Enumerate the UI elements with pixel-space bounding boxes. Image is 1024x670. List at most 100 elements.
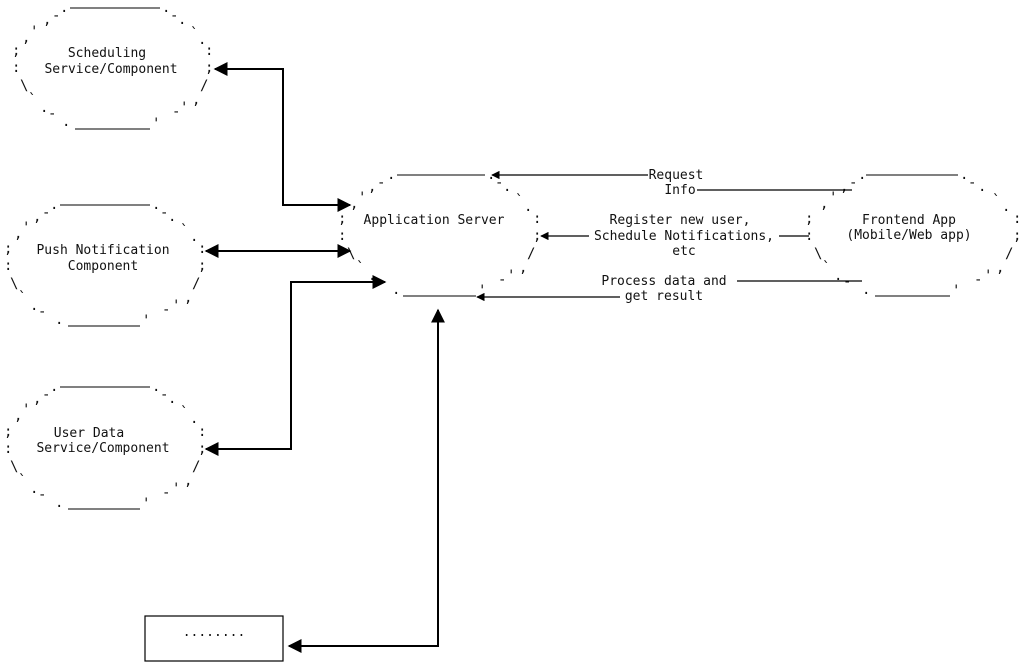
svg-text:.: .	[30, 481, 38, 497]
svg-text:.: .	[960, 167, 968, 183]
svg-text:.: .	[162, 0, 170, 16]
svg-text::: :	[338, 228, 346, 244]
svg-text:`: `	[190, 26, 198, 42]
svg-text:.: .	[387, 167, 395, 183]
svg-text:.: .	[152, 379, 160, 395]
svg-text:-: -	[843, 274, 851, 290]
svg-text:-: -	[162, 302, 170, 318]
svg-text:,: ,	[368, 179, 376, 195]
svg-text:.: .	[190, 229, 198, 245]
svg-text:': '	[152, 116, 160, 132]
svg-text:': '	[952, 283, 960, 299]
svg-text:.: .	[190, 411, 198, 427]
svg-text:': '	[30, 24, 38, 40]
svg-text::: :	[198, 424, 206, 440]
svg-text:-: -	[38, 304, 46, 320]
svg-text:-: -	[48, 106, 56, 122]
register-label-line2: Schedule Notifications,	[594, 229, 774, 244]
svg-text:': '	[142, 496, 150, 512]
svg-text:,: ,	[14, 226, 22, 242]
scheduling-label-line1: Scheduling	[68, 46, 146, 61]
svg-text:`: `	[180, 223, 188, 239]
svg-text:`: `	[356, 260, 364, 276]
svg-text::: :	[198, 241, 206, 257]
svg-text:\: \	[10, 276, 18, 292]
svg-text:.: .	[168, 391, 176, 407]
svg-text:-: -	[974, 272, 982, 288]
svg-text:`: `	[515, 193, 523, 209]
svg-text:.: .	[40, 100, 48, 116]
edge-user-data-app-server	[204, 275, 387, 456]
user-data-label-line1: User Data	[54, 426, 124, 441]
svg-text::: :	[205, 43, 213, 59]
svg-text:-: -	[170, 8, 178, 24]
register-label-line3: etc	[672, 244, 695, 259]
svg-text:': '	[172, 481, 180, 497]
svg-text:,: ,	[840, 179, 848, 195]
svg-text:;: ;	[205, 60, 213, 76]
application-server-node[interactable]: .. ,- -. ,' `. ;: :; \/ `, .- -' .' Appl…	[338, 167, 541, 299]
svg-text:;: ;	[198, 258, 206, 274]
push-notification-node[interactable]: .. ,- -. ,' `. ;: :; \/ `, .- -' .' Push…	[4, 197, 206, 329]
svg-text:/: /	[192, 276, 200, 292]
push-label-line2: Component	[68, 259, 138, 274]
svg-text:.: .	[50, 379, 58, 395]
placeholder-label: ........	[183, 625, 246, 640]
svg-text:;: ;	[198, 441, 206, 457]
svg-text:.: .	[978, 179, 986, 195]
svg-text:;: ;	[338, 211, 346, 227]
svg-text:-: -	[495, 175, 503, 191]
svg-text:': '	[984, 268, 992, 284]
svg-text:`: `	[18, 290, 26, 306]
scheduling-node[interactable]: .. ,- -. ,' `. ;: :; \/ `, .- -' .' Sche…	[12, 0, 213, 132]
process-label-line2: get result	[625, 289, 703, 304]
svg-text:,: ,	[519, 260, 527, 276]
svg-text:/: /	[1005, 246, 1013, 262]
svg-text:`: `	[822, 260, 830, 276]
svg-text:`: `	[992, 193, 1000, 209]
svg-text:.: .	[862, 282, 870, 298]
process-label-line1: Process data and	[601, 274, 726, 289]
application-server-label: Application Server	[364, 213, 505, 228]
svg-text:;: ;	[533, 228, 541, 244]
svg-text:-: -	[52, 8, 60, 24]
svg-text:.: .	[168, 209, 176, 225]
svg-text:/: /	[200, 78, 208, 94]
svg-text:': '	[478, 283, 486, 299]
user-data-node[interactable]: .. ,- -. ,' `. ;: :; \/ `, .- -' .' User…	[4, 379, 206, 512]
svg-text:`: `	[28, 92, 36, 108]
user-data-label-line2: Service/Component	[36, 441, 169, 456]
frontend-app-node[interactable]: .. ,- -. ,' `. ;: :; \/ `, .- -' .' Fron…	[805, 167, 1021, 299]
svg-text:-: -	[162, 485, 170, 501]
request-info-label-line1: Request	[649, 168, 704, 183]
svg-text:-: -	[377, 175, 385, 191]
svg-text:.: .	[858, 167, 866, 183]
svg-text:-: -	[849, 175, 857, 191]
svg-text:': '	[829, 190, 837, 206]
svg-text:`: `	[180, 405, 188, 421]
svg-text:.: .	[30, 298, 38, 314]
svg-text:,: ,	[184, 473, 192, 489]
svg-text:`: `	[18, 473, 26, 489]
svg-text:,: ,	[33, 391, 41, 407]
svg-text:': '	[172, 298, 180, 314]
svg-text:,: ,	[192, 92, 200, 108]
register-label-line1: Register new user,	[610, 213, 751, 228]
push-label-line1: Push Notification	[36, 243, 169, 258]
svg-text:.: .	[55, 312, 63, 328]
svg-text:\: \	[814, 246, 822, 262]
svg-text:.: .	[152, 197, 160, 213]
svg-text:-: -	[968, 175, 976, 191]
svg-text:': '	[22, 402, 30, 418]
svg-text::: :	[4, 258, 12, 274]
placeholder-node[interactable]: ........	[144, 615, 284, 662]
svg-text:/: /	[527, 246, 535, 262]
svg-text:-: -	[160, 205, 168, 221]
svg-text:.: .	[392, 282, 400, 298]
svg-text:;: ;	[4, 424, 12, 440]
svg-text::: :	[12, 60, 20, 76]
svg-text:,: ,	[350, 196, 358, 212]
svg-text:-: -	[160, 387, 168, 403]
svg-text:;: ;	[12, 43, 20, 59]
svg-text:.: .	[198, 32, 206, 48]
